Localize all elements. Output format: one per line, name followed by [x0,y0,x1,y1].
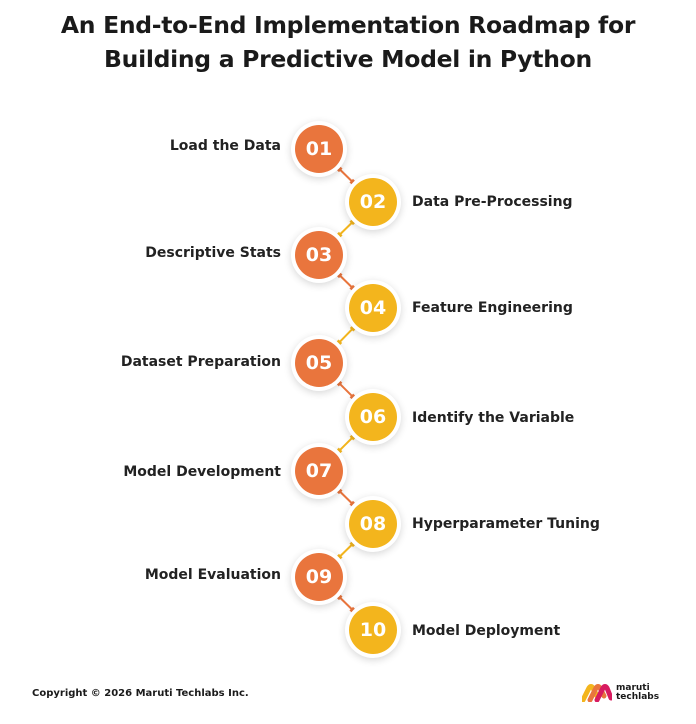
step-07-label: Model Development [123,464,281,480]
step-08-label: Hyperparameter Tuning [412,516,600,532]
connector-line-5 [338,382,354,398]
step-10-number: 10 [359,619,387,641]
copyright-text: Copyright © 2026 Maruti Techlabs Inc. [32,688,249,699]
connector-line-1 [338,167,354,184]
step-05-circle: 05 [295,339,343,387]
step-02-label: Data Pre-Processing [412,194,573,210]
connector-dot-9-1 [335,593,343,601]
step-04-number: 04 [359,297,387,319]
connector-dot-4-1 [349,324,357,332]
connector-dot-1-1 [335,165,343,173]
connector-line-8 [338,542,354,559]
step-07-circle: 07 [295,447,343,495]
step-03-number: 03 [305,244,333,266]
step-10-label: Model Deployment [412,623,561,639]
connector-dot-6-1 [349,433,357,441]
connector-dot-8-1 [349,540,357,548]
connector-dot-8-2 [335,553,343,561]
step-09-number: 09 [305,566,333,588]
step-08-number: 08 [359,513,387,535]
connector-dot-3-1 [335,271,343,279]
connector-line-9 [338,595,354,612]
step-09-circle: 09 [295,553,343,601]
step-04-circle: 04 [349,284,397,332]
connector-dot-3-2 [349,284,357,292]
step-04-label: Feature Engineering [412,300,573,316]
connector-line-4 [337,327,355,344]
step-03-circle: 03 [295,231,343,279]
step-09-label: Model Evaluation [144,567,281,583]
step-02-circle: 02 [349,178,397,226]
logo-text: maruti techlabs [616,684,659,702]
step-06-number: 06 [359,406,387,428]
connector-dot-7-1 [335,487,343,495]
title-line-2: Building a Predictive Model in Python [104,45,592,73]
step-07-number: 07 [305,460,333,482]
logo-text-line-2: techlabs [616,692,660,702]
step-05-number: 05 [305,352,333,374]
connector-line-2 [338,220,354,237]
step-01-label: Load the Data [169,138,281,154]
step-06-circle: 06 [349,393,397,441]
logo-mark-icon [582,684,612,702]
connector-dot-6-2 [335,447,343,455]
connector-dot-2-2 [335,231,343,239]
page-title: An End-to-End Implementation Roadmap for… [0,8,696,76]
connector-dot-1-2 [349,178,357,186]
connector-dot-9-2 [349,606,357,614]
step-10-circle: 10 [349,606,397,654]
step-01-circle: 01 [295,125,343,173]
connector-dot-4-2 [335,339,343,347]
step-05-label: Dataset Preparation [120,354,281,370]
logo-text-line-1: maruti [616,683,650,693]
connector-dot-7-2 [349,500,357,508]
connector-line-3 [338,273,354,290]
connector-dot-5-2 [349,393,357,401]
maruti-techlabs-logo: maruti techlabs [582,684,659,702]
step-06-label: Identify the Variable [412,410,575,426]
connector-line-7 [338,489,354,506]
step-01-number: 01 [305,138,333,160]
connector-dot-2-1 [349,218,357,226]
step-03-label: Descriptive Stats [145,245,281,261]
step-08-circle: 08 [349,500,397,548]
title-line-1: An End-to-End Implementation Roadmap for [60,11,636,39]
connector-line-6 [338,436,354,452]
step-02-number: 02 [359,191,387,213]
connector-dot-5-1 [335,379,343,387]
